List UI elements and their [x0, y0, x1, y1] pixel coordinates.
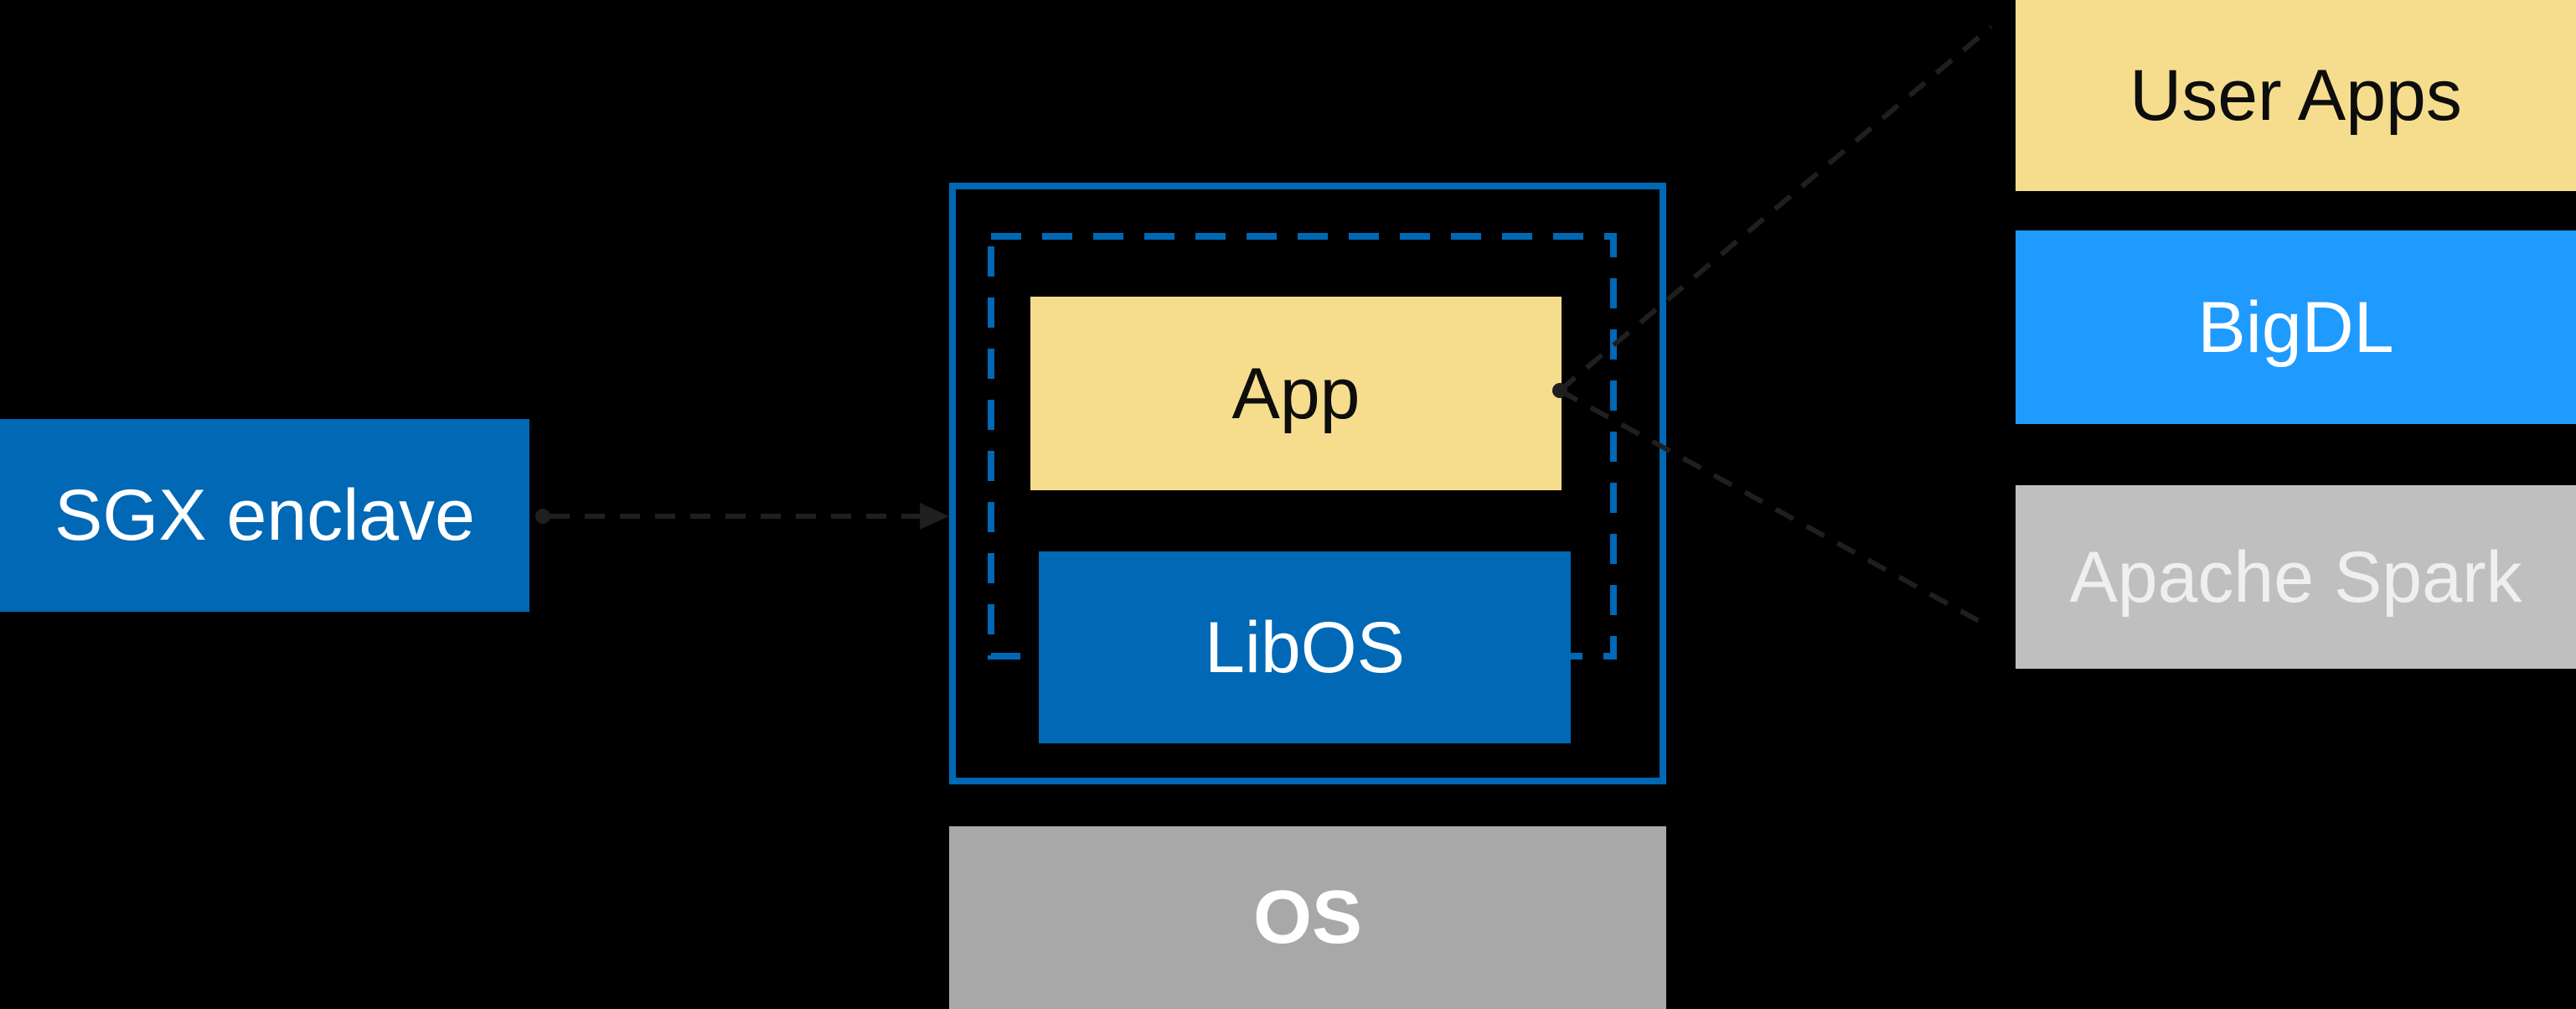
sgx-enclave-label-box: SGX enclave	[0, 419, 529, 612]
stack-bigdl-box: BigDL	[2016, 230, 2576, 424]
sgx-arrowhead	[920, 503, 949, 530]
libos-label: LibOS	[1204, 607, 1406, 688]
user-apps-label: User Apps	[2129, 55, 2462, 136]
apache-spark-label: Apache Spark	[2069, 536, 2522, 618]
app-to-stack-lower-line	[1558, 388, 1993, 630]
sgx-enclave-label: SGX enclave	[54, 475, 475, 556]
app-to-stack-connector	[1552, 24, 1993, 630]
sgx-to-enclave-connector	[535, 503, 949, 530]
connector-start-dot	[535, 509, 550, 524]
bigdl-label: BigDL	[2197, 287, 2394, 368]
libos-box: LibOS	[1039, 551, 1571, 743]
stack-user-apps-box: User Apps	[2016, 0, 2576, 191]
app-label: App	[1231, 353, 1360, 434]
os-box: OS	[949, 826, 1666, 1009]
app-box: App	[1030, 297, 1562, 490]
stack-apache-spark-box: Apache Spark	[2016, 485, 2576, 669]
app-to-stack-upper-line	[1558, 24, 1993, 393]
os-label: OS	[1252, 876, 1363, 960]
